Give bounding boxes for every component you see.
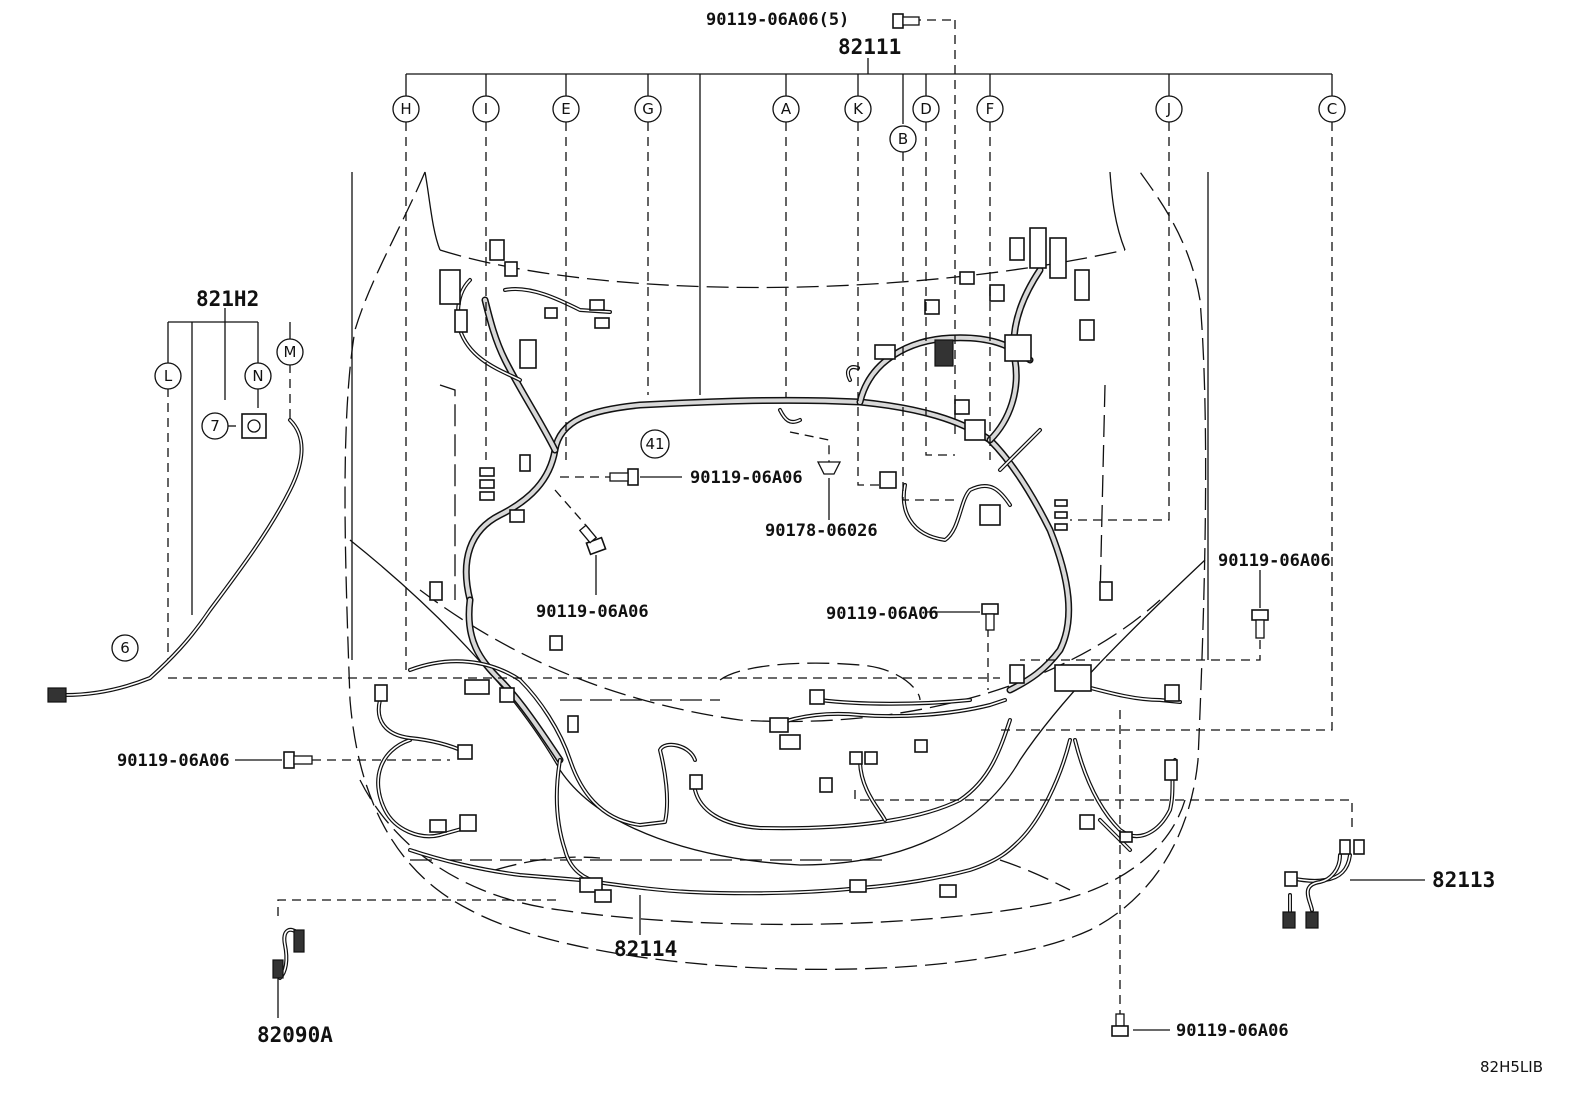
svg-text:G: G xyxy=(642,100,654,118)
label-bolt-lower-center: 90119-06A06 xyxy=(536,602,649,622)
bolt-icon xyxy=(283,751,313,769)
svg-text:L: L xyxy=(164,367,173,385)
harness-82113 xyxy=(1282,839,1365,929)
svg-text:J: J xyxy=(1166,100,1171,118)
harness-821h2 xyxy=(47,413,304,703)
callout-k: K xyxy=(844,95,872,123)
svg-text:E: E xyxy=(561,100,570,118)
label-bolt-left: 90119-06A06 xyxy=(117,751,230,771)
bolt-icon xyxy=(892,13,920,29)
callout-d: D xyxy=(912,95,940,123)
callout-a: A xyxy=(772,95,800,123)
label-harness-82090a: 82090A xyxy=(257,1023,333,1047)
callout-circles: H I E G A K B D F J C L N M 7 6 41 xyxy=(111,95,1346,662)
svg-text:6: 6 xyxy=(120,639,130,657)
label-clip: 90178-06026 xyxy=(765,521,878,541)
callout-j: J xyxy=(1155,95,1183,123)
svg-text:D: D xyxy=(920,100,932,118)
label-harness-821h2: 821H2 xyxy=(196,287,259,311)
callout-g: G xyxy=(634,95,662,123)
svg-text:H: H xyxy=(400,100,411,118)
label-bolt-mid-right: 90119-06A06 xyxy=(826,604,939,624)
harness-82090a xyxy=(272,927,305,980)
svg-text:N: N xyxy=(252,367,263,385)
svg-text:41: 41 xyxy=(645,435,664,453)
bolt-icon xyxy=(981,603,999,631)
label-harness-82114: 82114 xyxy=(614,937,677,961)
callout-l: L xyxy=(154,362,182,390)
svg-text:A: A xyxy=(781,100,792,118)
label-bolt-top: 90119-06A06(5) xyxy=(706,10,849,30)
main-harness xyxy=(439,227,1095,764)
label-harness-82113: 82113 xyxy=(1432,868,1495,892)
callout-m: M xyxy=(276,338,304,366)
fasteners xyxy=(283,13,1269,1037)
svg-text:K: K xyxy=(853,100,864,118)
lower-harness xyxy=(374,581,1182,903)
label-main-harness: 82111 xyxy=(838,35,901,59)
callout-b: B xyxy=(889,125,917,153)
svg-text:M: M xyxy=(284,343,297,361)
svg-text:7: 7 xyxy=(210,417,220,435)
figure-code: 82H5LIB xyxy=(1480,1058,1543,1076)
callout-h: H xyxy=(392,95,420,123)
clip-icon xyxy=(816,461,842,475)
bolt-icon xyxy=(578,524,607,556)
callout-c: C xyxy=(1318,95,1346,123)
svg-text:F: F xyxy=(986,100,995,118)
callout-e: E xyxy=(552,95,580,123)
bolt-icon xyxy=(1251,609,1269,639)
svg-text:B: B xyxy=(898,130,908,148)
callout-n: N xyxy=(244,362,272,390)
callout-6: 6 xyxy=(111,634,139,662)
part-labels: 90119-06A06(5) 82111 821H2 90119-06A06 9… xyxy=(117,10,1543,1076)
callout-i: I xyxy=(472,95,500,123)
label-bolt-bottom: 90119-06A06 xyxy=(1176,1021,1289,1041)
bolt-icon xyxy=(1111,1013,1129,1037)
callout-41: 41 xyxy=(640,429,670,459)
callout-7: 7 xyxy=(201,412,229,440)
bolt-icon xyxy=(609,468,639,486)
svg-text:I: I xyxy=(484,100,488,118)
svg-text:C: C xyxy=(1327,100,1337,118)
callout-f: F xyxy=(976,95,1004,123)
reference-lines xyxy=(167,19,1425,1031)
label-bolt-right: 90119-06A06 xyxy=(1218,551,1331,571)
label-bolt-center: 90119-06A06 xyxy=(690,468,803,488)
